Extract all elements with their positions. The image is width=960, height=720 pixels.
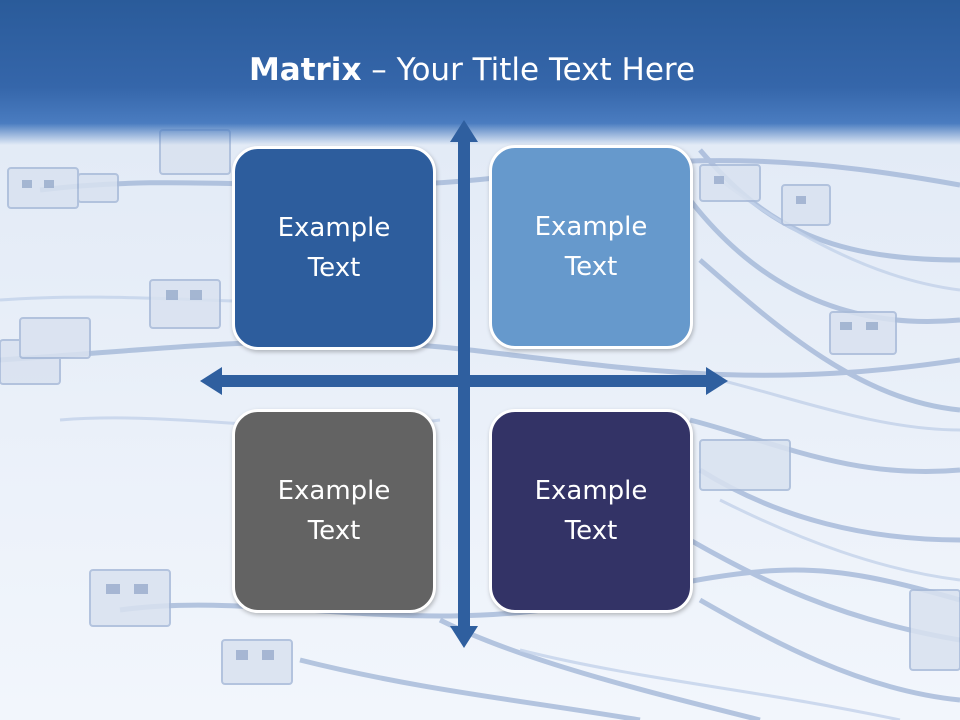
arrow-left-head [200, 367, 222, 395]
title-rest: – Your Title Text Here [361, 52, 696, 88]
title-band [0, 0, 960, 145]
matrix-quadrant-bottom-left[interactable]: Example Text [232, 409, 436, 613]
quadrant-label: Example Text [534, 476, 648, 546]
matrix-quadrant-top-right[interactable]: Example Text [489, 145, 693, 349]
title-bold: Matrix [248, 52, 362, 88]
quadrant-label: Example Text [277, 213, 391, 283]
matrix-quadrant-top-left[interactable]: Example Text [232, 146, 436, 350]
quadrant-label: Example Text [534, 212, 648, 282]
matrix-quadrant-bottom-right[interactable]: Example Text [489, 409, 693, 613]
quadrant-label: Example Text [277, 476, 391, 546]
horizontal-arrow-shaft [216, 375, 714, 387]
arrow-right-head [706, 367, 728, 395]
slide-title: Matrix – Your Title Text Here [0, 48, 944, 92]
arrow-up-head [450, 120, 478, 142]
arrow-down-head [450, 626, 478, 648]
